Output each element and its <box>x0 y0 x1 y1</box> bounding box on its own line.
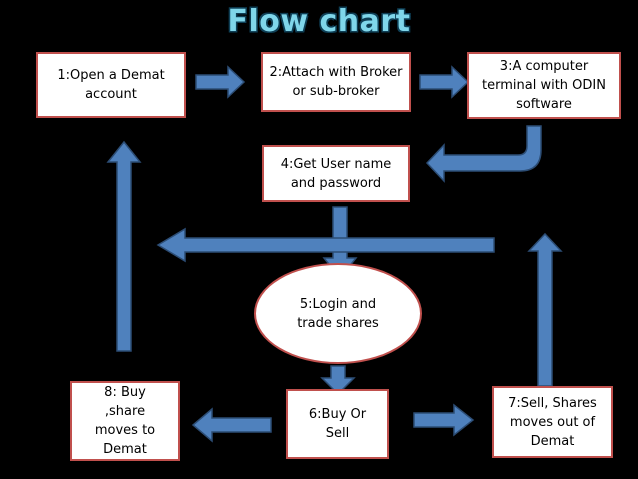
arrow-step7-up <box>527 232 563 387</box>
step-4-box: 4:Get User name and password <box>262 145 410 202</box>
step-3-label: 3:A computer terminal with ODIN software <box>482 59 606 112</box>
arrow-step3-to-step4 <box>425 125 542 183</box>
arrow-step8-to-step1 <box>106 140 142 352</box>
arrow-return-left <box>156 227 495 263</box>
step-2-label: 2:Attach with Broker or sub-broker <box>269 65 403 99</box>
arrow-step6-to-step7 <box>413 403 475 437</box>
step-7-label: 7:Sell, Shares moves out of Demat <box>508 395 597 449</box>
page-title: Flow chart <box>227 4 411 39</box>
step-4-label: 4:Get User name and password <box>280 156 392 191</box>
arrow-step5-to-step6 <box>320 365 356 396</box>
step-5-label: 5:Login and trade shares <box>297 296 379 331</box>
step-6-label: 6:Buy Or Sell <box>308 407 367 441</box>
arrow-step1-to-step2 <box>195 65 246 99</box>
arrow-step2-to-step3 <box>419 65 470 99</box>
step-5-oval: 5:Login and trade shares <box>254 263 422 364</box>
arrow-step6-to-step8 <box>191 407 272 443</box>
step-6-box: 6:Buy Or Sell <box>286 389 389 459</box>
step-8-box: 8: Buy ,share moves to Demat <box>70 381 180 461</box>
step-1-label: 1:Open a Demat account <box>57 68 165 102</box>
step-1-box: 1:Open a Demat account <box>36 52 186 118</box>
step-8-label: 8: Buy ,share moves to Demat <box>94 385 156 457</box>
step-2-box: 2:Attach with Broker or sub-broker <box>261 52 411 112</box>
step-7-box: 7:Sell, Shares moves out of Demat <box>492 386 613 458</box>
step-3-box: 3:A computer terminal with ODIN software <box>467 52 621 119</box>
